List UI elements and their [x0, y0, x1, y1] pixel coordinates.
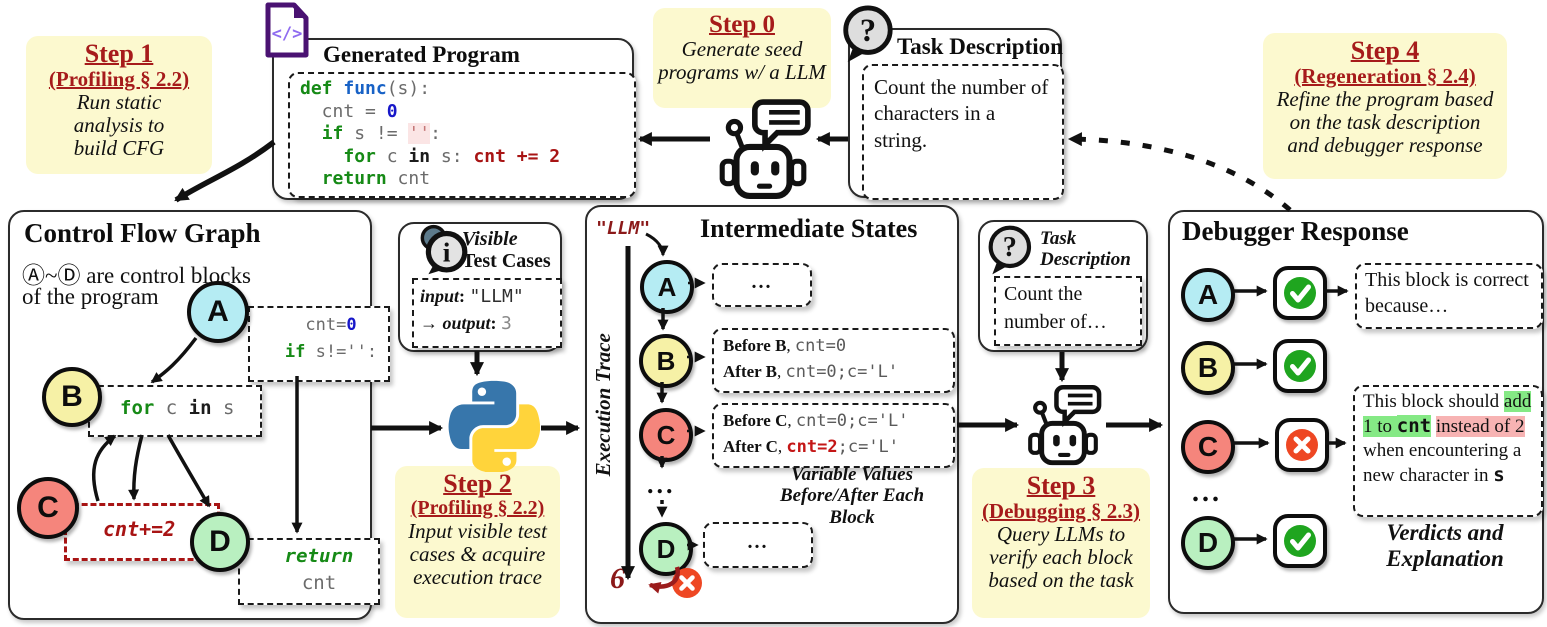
check-icon	[1284, 525, 1316, 557]
svg-text:?: ?	[1003, 232, 1017, 263]
caption-line: Variable Values	[791, 464, 913, 485]
cfg-node-d: D	[190, 512, 250, 572]
verdict-dots: ...	[1192, 477, 1222, 508]
step4-desc-line: Refine the program based	[1276, 87, 1494, 112]
check-icon	[1284, 277, 1316, 309]
llm-robot-icon	[719, 99, 811, 199]
verdict-check-d	[1273, 514, 1327, 568]
step1-desc-line: Run static	[76, 90, 162, 115]
verdict-cross-c	[1275, 418, 1329, 472]
step1-subtitle: (Profiling § 2.2)	[48, 67, 190, 92]
verdict-check-b	[1273, 339, 1327, 393]
svg-text:?: ?	[860, 13, 876, 49]
generated-program-code: def func(s): cnt = 0 if s != '': for c i…	[288, 72, 636, 198]
step0-desc-line: Generate seed	[681, 37, 803, 62]
trace-node-c: C	[639, 408, 693, 462]
trace-state-c: Before C, cnt=0;c='L'After C, cnt=2;c='L…	[712, 403, 955, 468]
step3-subtitle: (Debugging § 2.3)	[981, 499, 1141, 524]
debugger-robot-icon	[1028, 385, 1102, 466]
debugger-response-title: Debugger Response	[1182, 216, 1409, 246]
visible-test-cases-title: Visible Test Cases	[462, 228, 551, 272]
step2-box: Step 2 (Profiling § 2.2) Input visible t…	[395, 466, 560, 618]
verdict-check-a	[1273, 266, 1327, 320]
step1-desc-line: analysis to	[73, 113, 165, 138]
task-description-text: Count the number of characters in a stri…	[862, 64, 1064, 200]
step0-title: Step 0	[709, 11, 775, 38]
tds-title-line: Description	[1040, 249, 1131, 271]
question-bubble-icon-small: ?	[988, 225, 1032, 275]
step1-title: Step 1	[84, 39, 154, 68]
code-file-icon: </>	[265, 2, 309, 58]
task-description-title: Task Description	[897, 34, 1063, 59]
step4-desc-line: on the task description	[1289, 110, 1481, 135]
step2-desc-line: execution trace	[413, 564, 542, 589]
generated-program-title: Generated Program	[323, 42, 520, 67]
trace-state-a: ...	[712, 263, 812, 307]
arrow-debugger-to-task-dashed	[1067, 132, 1292, 212]
execution-trace-label: Execution Trace	[591, 333, 616, 477]
trace-state-d: ...	[703, 522, 813, 568]
wrong-output-icon	[672, 568, 702, 598]
question-bubble-icon: ?	[843, 5, 893, 63]
cfg-node-a: A	[187, 281, 249, 343]
step3-title: Step 3	[1026, 471, 1096, 500]
tds-text-line: number of…	[1004, 311, 1107, 333]
verdict-node-d: D	[1181, 516, 1235, 570]
tds-text-line: Count the	[1004, 283, 1083, 305]
step3-box: Step 3 (Debugging § 2.3) Query LLMs to v…	[972, 468, 1150, 618]
caption-line: Verdicts and	[1386, 520, 1504, 545]
caption-line: Before/After Each Block	[779, 485, 925, 528]
tds-title-line: Task	[1040, 228, 1077, 249]
cfg-block-b: for c in s	[88, 385, 262, 437]
step3-desc-line: based on the task	[988, 567, 1134, 592]
step1-desc-line: build CFG	[73, 135, 165, 160]
verdict-explain-a: This block is correct because…	[1355, 263, 1543, 329]
trace-input-label: "LLM"	[596, 218, 651, 239]
visible-test-cases-io: input: "LLM"→ output: 3	[412, 278, 562, 348]
cfg-node-c: C	[17, 477, 79, 539]
step4-title: Step 4	[1350, 36, 1420, 65]
step2-subtitle: (Profiling § 2.2)	[410, 497, 545, 520]
cfg-node-b: B	[42, 367, 102, 427]
trace-dots: ...	[647, 470, 676, 499]
verdict-node-b: B	[1181, 341, 1235, 395]
verdict-node-a: A	[1181, 268, 1235, 322]
step2-desc-line: cases & acquire	[409, 541, 546, 566]
task-small-text: Count the number of…	[994, 276, 1142, 346]
step4-subtitle: (Regeneration § 2.4)	[1294, 64, 1476, 89]
step4-box: Step 4 (Regeneration § 2.4) Refine the p…	[1263, 33, 1507, 179]
step2-title: Step 2	[443, 469, 512, 498]
caption-line: Explanation	[1386, 545, 1504, 571]
trace-node-b: B	[639, 334, 693, 388]
cfg-title: Control Flow Graph	[24, 218, 261, 248]
variable-values-caption: Variable Values Before/After Each Block	[757, 464, 947, 528]
step0-box: Step 0 Generate seed programs w/ a LLM	[653, 8, 831, 108]
verdict-explain-c: This block should add 1 to cnt instead o…	[1353, 385, 1543, 517]
step4-desc-line: and debugger response	[1287, 132, 1483, 157]
step0-desc-line: programs w/ a LLM	[658, 59, 826, 84]
step3-desc-line: Query LLMs to	[996, 522, 1126, 547]
trace-output-value: 6	[610, 562, 625, 595]
svg-text:i: i	[443, 236, 451, 267]
svg-text:</>: </>	[272, 24, 303, 44]
trace-node-a: A	[640, 260, 694, 314]
step1-box: Step 1 (Profiling § 2.2) Run static anal…	[26, 36, 212, 174]
cfg-subtitle-line: of the program	[22, 284, 159, 309]
step3-desc-line: verify each block	[989, 545, 1133, 570]
vtc-title-line: Visible	[462, 228, 518, 250]
cross-icon	[1286, 429, 1318, 461]
intermediate-states-title: Intermediate States	[700, 214, 918, 243]
task-small-title: Task Description	[1040, 228, 1131, 271]
step2-desc-line: Input visible test	[408, 519, 547, 544]
vtc-title-line: Test Cases	[462, 250, 551, 272]
info-bubble-icon: i	[420, 224, 468, 275]
check-icon	[1284, 350, 1316, 382]
python-logo-icon	[448, 380, 540, 472]
verdict-node-c: C	[1181, 420, 1235, 474]
verdicts-explanation-caption: Verdicts and Explanation	[1360, 520, 1530, 572]
